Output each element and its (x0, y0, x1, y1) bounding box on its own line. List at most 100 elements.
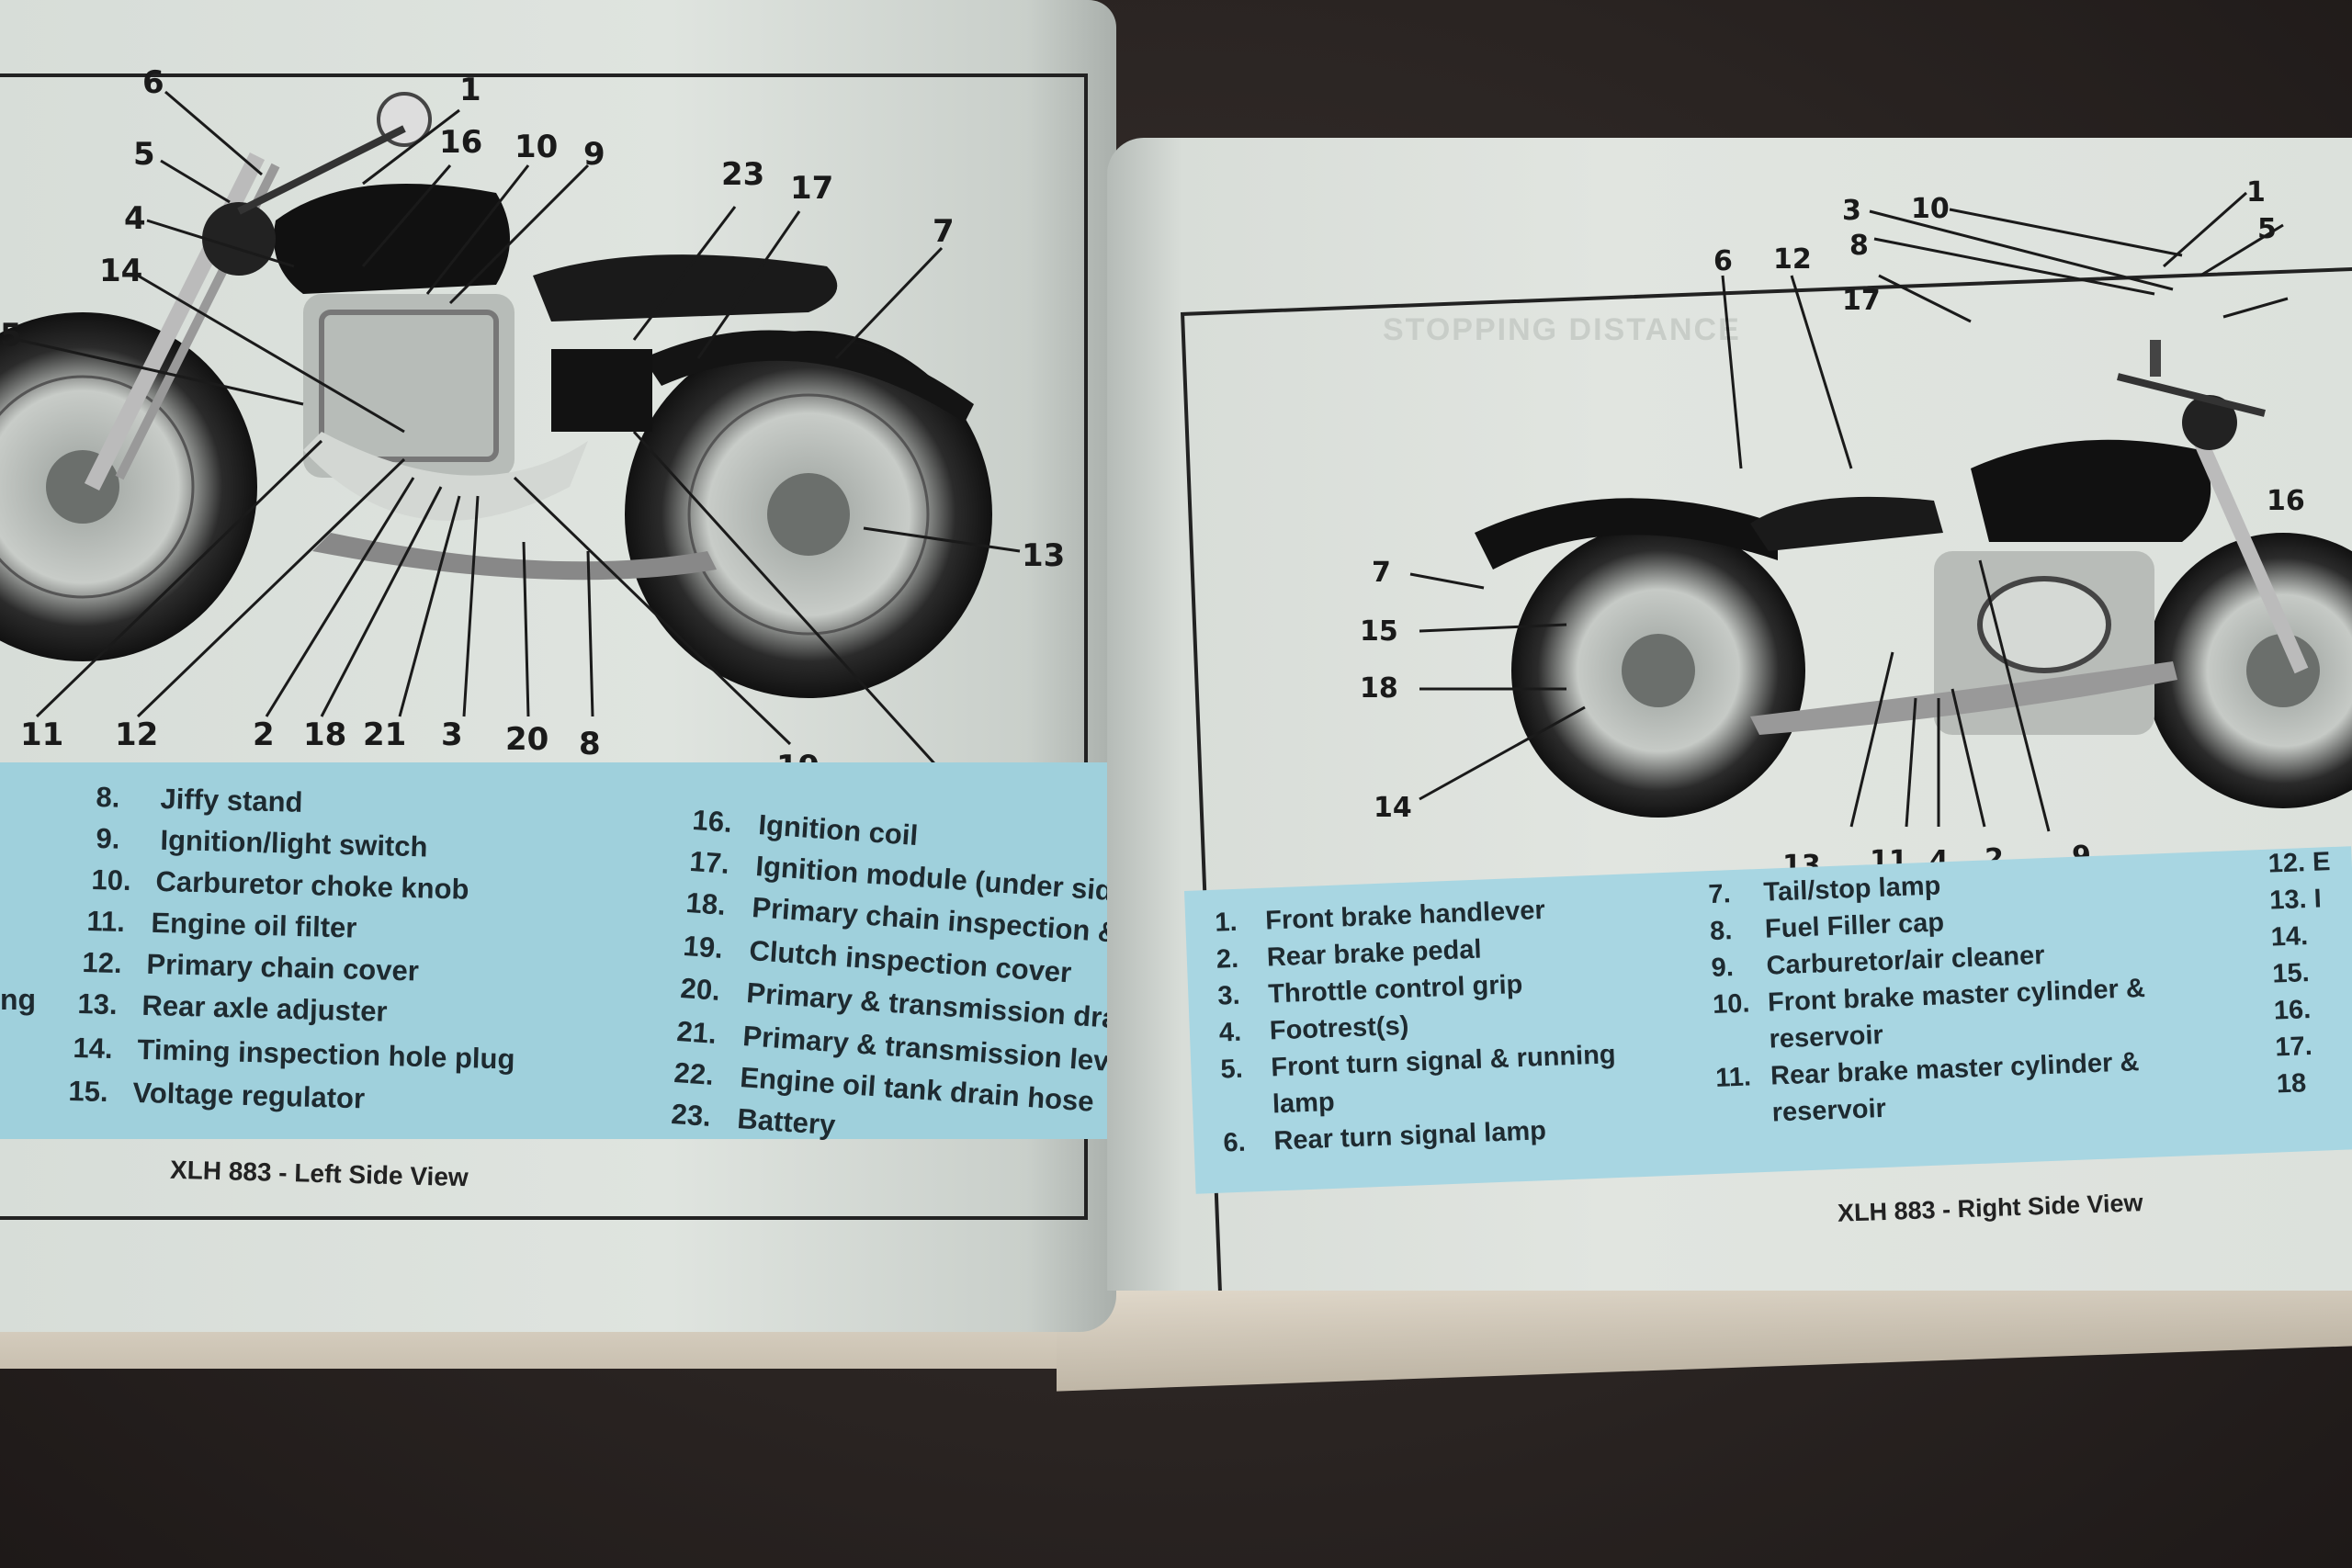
legend-col-3: 12. E 13. I 14. 15. 16. 17. 18 (2267, 847, 2331, 1107)
right-callout-lines (1409, 191, 2289, 832)
legend-number: 9. (1711, 953, 1735, 984)
legend-item: lamp (1221, 1088, 1335, 1129)
callout-number: 2 (253, 716, 275, 753)
legend-number: 17. (688, 845, 731, 880)
legend-label: 18 (2276, 1068, 2307, 1100)
legend-number: 8. (1709, 916, 1733, 947)
legend-item: 16. (2273, 995, 2312, 1033)
callout-number: 5 (2257, 213, 2277, 245)
callout-number: 6 (142, 64, 164, 101)
callout-number: 4 (124, 200, 146, 237)
callout-number: 3 (1842, 195, 1861, 227)
legend-label: 16. (2273, 995, 2312, 1026)
callout-number: 8 (579, 726, 601, 762)
left-legend-box: ng 8. Jiffy stand 9. Ignition/light swit… (0, 762, 1116, 1142)
legend-label: Rear turn signal lamp (1272, 1116, 1547, 1156)
right-page: STOPPING DISTANCE (1107, 138, 2352, 1291)
show-through-text: STOPPING DISTANCE (1383, 312, 1741, 347)
legend-item: 4.Footrest(s) (1218, 1011, 1409, 1055)
legend-item: 8. Fuel Filler cap (1709, 908, 1944, 953)
legend-col-2: 7.Tail/stop lamp 8. Fuel Filler cap 9. Car… (1708, 871, 2146, 1137)
legend-number: 2. (1216, 943, 1239, 975)
callout-number: 13 (1022, 537, 1066, 574)
legend-item: 13. I (2269, 885, 2323, 923)
legend-item: 17. (2275, 1032, 2313, 1070)
callout-number: 12 (1773, 243, 1812, 276)
legend-number: 13. (77, 987, 119, 1021)
legend-number: 10. (1712, 988, 1751, 1020)
legend-label: 15. (2271, 958, 2311, 989)
callout-number: 14 (1374, 792, 1412, 824)
legend-label: Throttle control grip (1267, 969, 1523, 1010)
callout-number: 18 (303, 716, 347, 753)
legend-item: 18 (2276, 1068, 2306, 1107)
legend-item: 7.Tail/stop lamp (1708, 871, 1941, 917)
legend-number: 23. (670, 1098, 713, 1133)
callout-number: 23 (721, 156, 765, 193)
legend-number: 15. (68, 1075, 109, 1109)
legend-item: reservoir (1716, 1094, 1886, 1137)
legend-number: 11. (1714, 1062, 1752, 1093)
legend-number: 16. (691, 804, 734, 839)
callout-number: 10 (1911, 193, 1950, 225)
legend-label: Primary chain cover (146, 947, 420, 987)
legend-label: Carburetor/air cleaner (1765, 941, 2046, 981)
callout-number: 5 (133, 136, 155, 173)
callout-number: 7 (1372, 557, 1391, 589)
legend-label: 14. (2270, 921, 2309, 953)
legend-number: 20. (679, 972, 722, 1007)
callout-number: 5 (0, 317, 22, 354)
legend-number: 5. (1219, 1054, 1244, 1085)
callout-number: 9 (583, 136, 605, 173)
legend-label: Front brake master cylinder & (1767, 973, 2146, 1018)
legend-label: Tail/stop lamp (1762, 871, 1941, 908)
legend-label: reservoir (1769, 1020, 1884, 1055)
right-legend-box: 1.Front brake handlever 2. Rear brake ped… (1184, 846, 2352, 1194)
legend-number: 9. (96, 822, 120, 855)
legend-item: 9. Carburetor/air cleaner (1711, 941, 2045, 990)
legend-number: 6. (1222, 1127, 1247, 1158)
legend-fragment: ng (0, 983, 37, 1016)
callout-number: 14 (99, 253, 143, 289)
legend-label: Battery (736, 1102, 837, 1142)
callout-number: 7 (933, 213, 955, 250)
legend-item: 15. (2272, 958, 2311, 997)
callout-number: 11 (20, 716, 64, 753)
legend-label: 17. (2274, 1032, 2313, 1063)
callout-number: 15 (1360, 615, 1398, 648)
legend-item: 10. Front brake master cylinder & (1713, 974, 2146, 1027)
callout-number: 16 (439, 124, 483, 161)
legend-col-1: 1.Front brake handlever 2. Rear brake ped… (1215, 896, 1616, 1166)
legend-label: Voltage regulator (132, 1076, 366, 1115)
legend-label: Fuel Filler cap (1764, 908, 1945, 944)
legend-item: 1.Front brake handlever (1215, 896, 1546, 945)
legend-label: Front turn signal & running (1270, 1040, 1617, 1083)
callout-number: 1 (2246, 176, 2266, 209)
callout-number: 21 (363, 716, 407, 753)
legend-label: Rear brake master cylinder & (1770, 1047, 2140, 1091)
legend-number: 19. (682, 930, 725, 964)
legend-label: Ignition coil (757, 808, 920, 852)
legend-item: 5. Front turn signal & running (1220, 1040, 1616, 1092)
legend-number: 4. (1218, 1017, 1242, 1048)
legend-item: 14. (2270, 921, 2309, 960)
left-page-frame (0, 73, 1088, 1220)
legend-label: Ignition/light switch (160, 823, 428, 863)
legend-item: 6. Rear turn signal lamp (1223, 1116, 1546, 1166)
legend-number: 21. (675, 1015, 718, 1050)
callout-number: 17 (1842, 285, 1881, 317)
legend-label: 13. I (2268, 884, 2323, 916)
legend-label: reservoir (1771, 1093, 1887, 1128)
legend-number: 10. (91, 863, 132, 897)
legend-number: 12. (82, 946, 123, 980)
legend-item: 12. E (2267, 847, 2331, 886)
legend-number: 1. (1214, 907, 1238, 938)
motorcycle-left-side-photo (0, 92, 992, 698)
legend-number: 11. (86, 905, 126, 939)
legend-label: Rear brake pedal (1266, 934, 1483, 973)
legend-item: reservoir (1713, 1021, 1883, 1064)
legend-number: 22. (673, 1056, 716, 1091)
legend-label: Rear axle adjuster (141, 988, 388, 1028)
legend-label: lamp (1272, 1087, 1336, 1120)
left-page: 6 1 5 16 10 9 23 17 7 4 14 5 13 11 12 2 … (0, 0, 1116, 1332)
